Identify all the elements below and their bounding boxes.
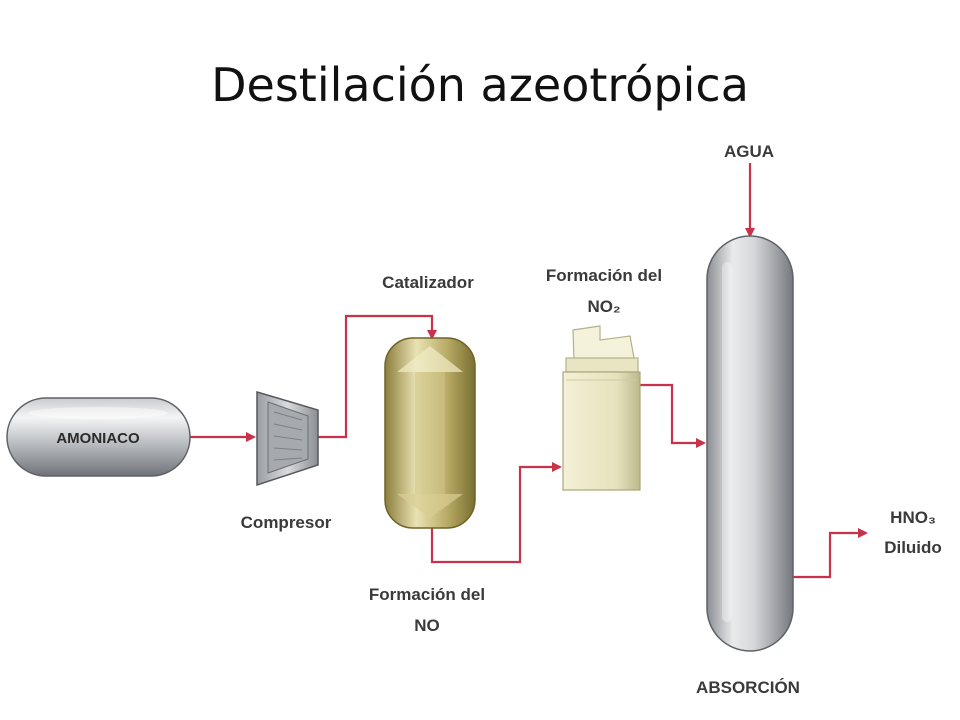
ammonia-tank [6, 397, 191, 477]
flow-compressor-to-reactor [318, 314, 437, 439]
no-reactor-label-line2: NO [414, 616, 440, 635]
product-label-line1: HNO₃ [890, 508, 936, 527]
flow-lines [190, 163, 868, 579]
flow-absorber-to-product [792, 528, 868, 579]
flow-reactor-to-no2 [430, 462, 562, 564]
slide-title: Destilación azeotrópica [211, 58, 749, 112]
product-label-line2: Diluido [884, 538, 942, 557]
no2-label-line2: NO₂ [587, 297, 620, 316]
no2-formation-unit [562, 325, 641, 491]
compressor-label: Compresor [241, 513, 332, 532]
flow-no2-to-absorber [640, 383, 706, 448]
water-label: AGUA [724, 142, 774, 161]
compressor-icon [256, 390, 319, 487]
no2-label-line1: Formación del [546, 266, 662, 285]
absorption-column [706, 235, 794, 652]
absorption-label: ABSORCIÓN [696, 678, 800, 697]
no-reactor [384, 337, 476, 529]
catalyst-label: Catalizador [382, 273, 474, 292]
no-reactor-label-line1: Formación del [369, 585, 485, 604]
ammonia-tank-label: AMONIACO [56, 430, 140, 447]
